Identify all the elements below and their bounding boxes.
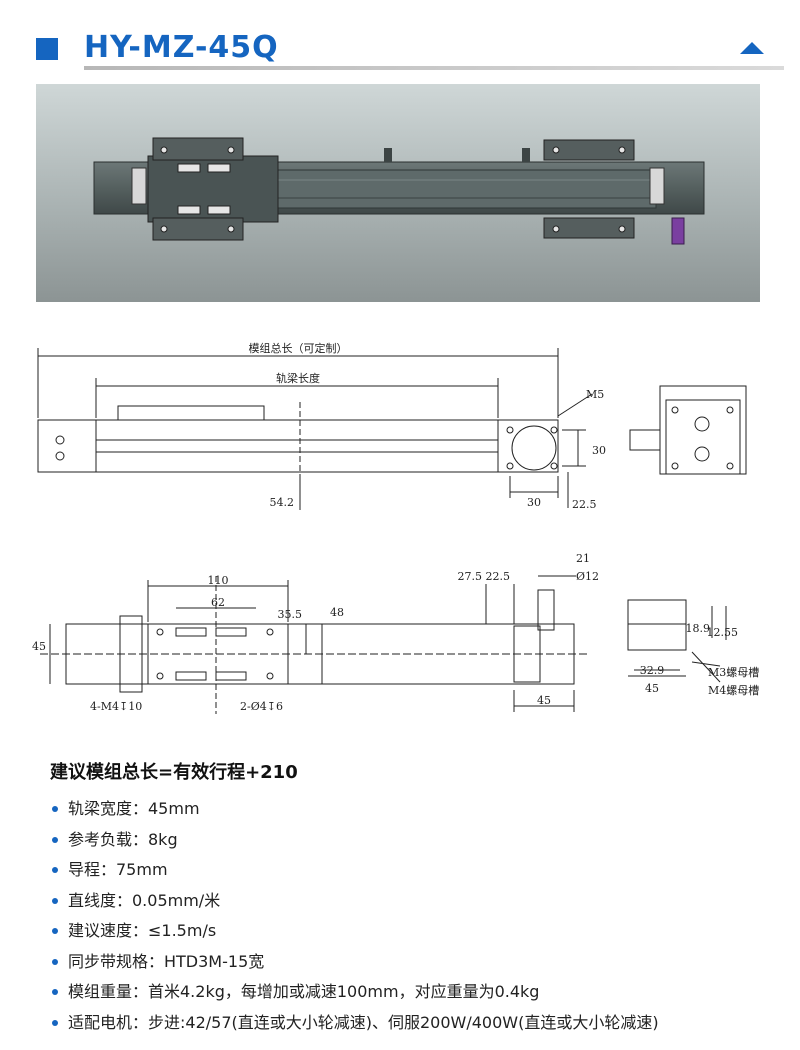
spec-item: 建议速度：≤1.5m/s — [52, 918, 659, 949]
spec-item: 模组重量：首米4.2kg，每增加或减速100mm，对应重量为0.4kg — [52, 979, 659, 1010]
spec-item: 轨梁宽度：45mm — [52, 796, 659, 827]
bullet-icon — [52, 928, 58, 934]
rail-length-label: 轨梁长度 — [276, 371, 320, 385]
dim-22-5: 22.5 — [572, 498, 597, 511]
hole-note-left: 4-M4↧10 — [90, 700, 142, 713]
recommended-length: 建议模组总长=有效行程+210 — [50, 762, 298, 783]
bullet-icon — [52, 806, 58, 812]
dim-62: 62 — [211, 596, 225, 609]
motor-screw-label: M5 — [586, 388, 604, 401]
dim-35-5: 35.5 — [278, 608, 303, 621]
dim-54-2: 54.2 — [270, 496, 295, 509]
page-title: HY-MZ-45Q — [84, 30, 279, 65]
dim-48: 48 — [330, 606, 344, 619]
spec-item: 同步带规格：HTD3M-15宽 — [52, 949, 659, 980]
hole-note-right: 2-Ø4↧6 — [240, 700, 283, 713]
spec-list: 轨梁宽度：45mm 参考负载：8kg 导程：75mm 直线度：0.05mm/米 … — [52, 796, 659, 1040]
dim-phi12: Ø12 — [576, 570, 599, 583]
bullet-icon — [52, 836, 58, 843]
spec-item: 直线度：0.05mm/米 — [52, 888, 659, 919]
dim-30-horizontal: 30 — [527, 496, 541, 509]
section-header: HY-MZ-45Q — [36, 28, 784, 70]
m4-slot-label: M4螺母槽 — [708, 684, 759, 697]
top-view-drawing: 110 62 45 35.5 48 27.5 22.5 21 Ø12 45 4-… — [32, 552, 759, 714]
dim-18-9: 18.9 — [686, 622, 711, 635]
bullet-icon — [52, 867, 58, 873]
dim-45-left: 45 — [32, 640, 46, 653]
total-length-label: 模组总长（可定制） — [249, 341, 348, 355]
bullet-icon — [52, 958, 58, 965]
dim-27-5: 27.5 — [458, 570, 483, 583]
dim-21: 21 — [576, 552, 590, 565]
spec-item: 适配电机：步进:42/57(直连或大小轮减速)、伺服200W/400W(直连或大… — [52, 1010, 659, 1041]
bullet-icon — [52, 989, 58, 995]
dim-32-9: 32.9 — [640, 664, 665, 677]
m3-slot-label: M3螺母槽 — [708, 666, 759, 679]
dim-110: 110 — [208, 574, 229, 587]
header-underline — [84, 66, 784, 70]
product-photo — [36, 84, 760, 302]
spec-item: 导程：75mm — [52, 857, 659, 888]
bullet-icon — [52, 897, 58, 904]
collapse-up-icon[interactable] — [740, 42, 764, 54]
dim-22-5-top: 22.5 — [486, 570, 511, 583]
dim-12-55: 12.55 — [707, 626, 739, 639]
title-square-icon — [36, 38, 58, 60]
dim-45-bottom: 45 — [537, 694, 551, 707]
spec-item: 参考负载：8kg — [52, 827, 659, 858]
dim-45-section: 45 — [645, 682, 659, 695]
bullet-icon — [52, 1019, 58, 1026]
dim-30-vertical: 30 — [592, 444, 606, 457]
linear-module-render — [93, 137, 705, 245]
front-view-drawing: 模组总长（可定制） 轨梁长度 M5 30 30 22.5 54.2 — [37, 341, 747, 511]
